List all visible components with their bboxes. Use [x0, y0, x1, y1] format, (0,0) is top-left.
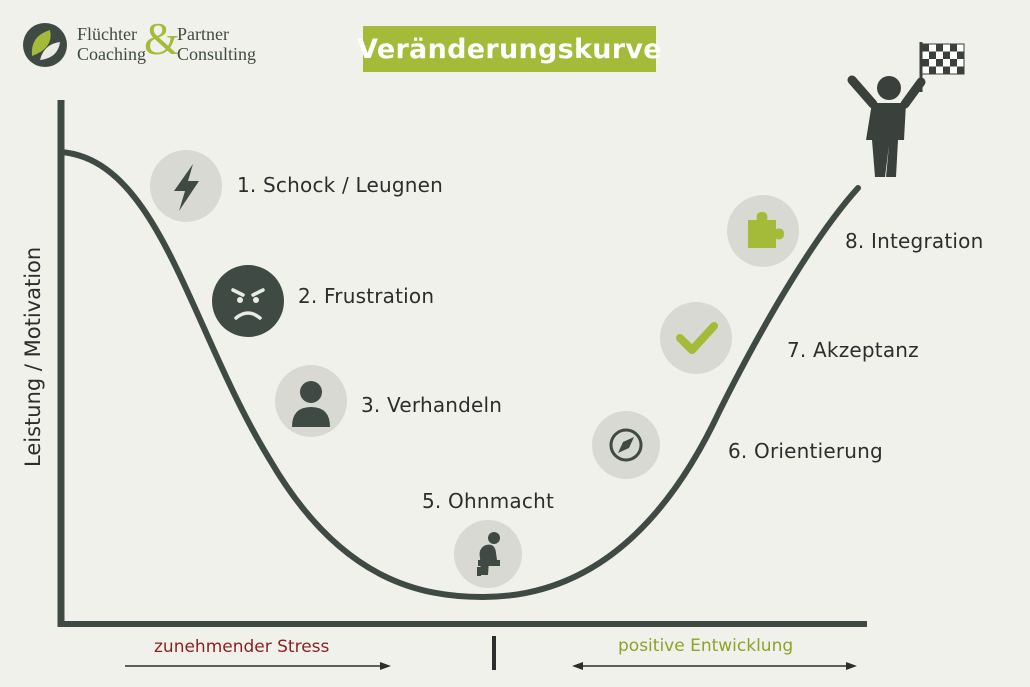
- victory-figure-icon: [847, 75, 926, 177]
- stage-label-akzeptanz: 7. Akzeptanz: [787, 338, 919, 362]
- person-icon: [275, 365, 347, 437]
- checkmark-icon: [660, 302, 732, 374]
- stage-label-frustration: 2. Frustration: [298, 284, 435, 308]
- checkered-flag-icon: [919, 42, 965, 92]
- sitting-person-icon: [454, 520, 522, 588]
- stage-label-orientierung: 6. Orientierung: [728, 439, 883, 463]
- logo-text-coaching: Coaching: [77, 44, 146, 64]
- stage-label-verhandeln: 3. Verhandeln: [361, 393, 503, 417]
- compass-icon: [592, 411, 660, 479]
- logo-leaf-icon: [23, 23, 67, 67]
- positive-development-label: positive Entwicklung: [618, 636, 794, 656]
- change-curve: [58, 149, 861, 601]
- stage-label-integration: 8. Integration: [845, 229, 984, 253]
- logo-text-name: Flüchter: [77, 24, 137, 44]
- puzzle-icon: [727, 195, 799, 267]
- logo-ampersand: &: [144, 13, 180, 64]
- stage-label-ohnmacht: 5. Ohnmacht: [422, 489, 554, 513]
- company-logo: Flüchter Coaching & Partner Consulting: [22, 16, 256, 70]
- positive-arrow: [572, 662, 857, 670]
- angry-face-icon: [212, 265, 284, 337]
- page-title: Veränderungskurve: [357, 26, 662, 72]
- stress-label: zunehmender Stress: [154, 637, 330, 657]
- stress-arrow: [125, 662, 391, 670]
- logo-text-consulting: Consulting: [177, 44, 257, 64]
- lightning-icon: [150, 150, 222, 222]
- stage-label-schock: 1. Schock / Leugnen: [237, 173, 443, 197]
- logo-text-partner: Partner: [177, 24, 229, 44]
- y-axis-label: Leistung / Motivation: [21, 246, 45, 467]
